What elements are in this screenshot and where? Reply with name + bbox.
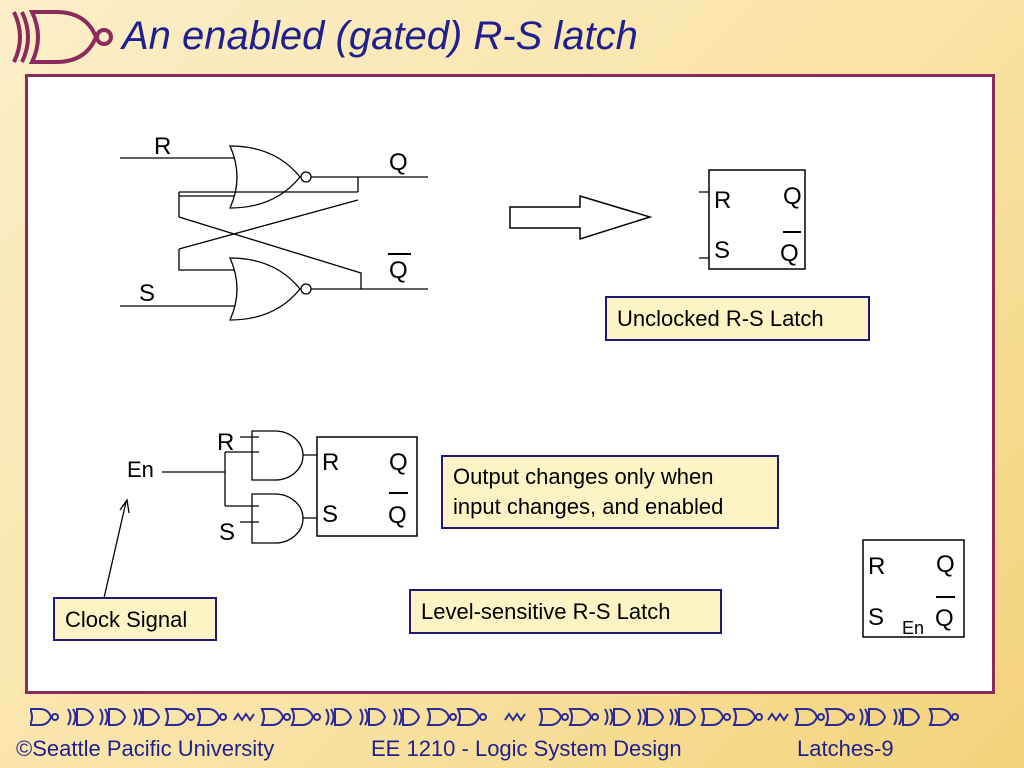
bottom-nor-bubble <box>300 283 312 295</box>
gated-latch-block <box>316 436 418 537</box>
unclocked-q-label: Q <box>783 183 802 210</box>
block-qbar-label: Q <box>388 502 407 529</box>
symbol-q-label: Q <box>936 551 955 578</box>
unclocked-qbar-label: Q <box>780 240 799 267</box>
right-arrow-icon <box>509 194 653 241</box>
footer-slide-number: Latches-9 <box>797 736 894 761</box>
symbol-en-label: En <box>902 618 924 638</box>
bottom-nor-gate <box>228 257 301 321</box>
gated-latch-symbol <box>862 539 965 638</box>
top-r-label: R <box>154 133 171 160</box>
footer-course: EE 1210 - Logic System Design <box>371 736 682 761</box>
unclocked-latch-symbol <box>708 169 806 270</box>
enabled-note-line-1: Output changes only when <box>453 464 714 489</box>
enabled-note-line-2: input changes, and enabled <box>453 493 724 519</box>
slide-title: An enabled (gated) R-S latch <box>122 14 638 58</box>
level-sensitive-caption: Level-sensitive R-S Latch <box>409 589 722 634</box>
top-s-label: S <box>139 280 155 307</box>
and-gate-r <box>251 430 304 481</box>
top-nor-gate <box>228 145 301 209</box>
en-label: En <box>127 457 154 482</box>
en-wire <box>162 451 259 507</box>
symbol-s-label: S <box>868 604 884 631</box>
block-r-label: R <box>322 449 339 476</box>
unclocked-latch-caption: Unclocked R-S Latch <box>605 296 870 341</box>
clock-pointer-arrow <box>103 501 127 599</box>
top-qbar-label: Q <box>389 257 408 284</box>
gate-symbol-strip <box>30 708 959 726</box>
top-q-label: Q <box>389 149 408 176</box>
nor-gate-logo-icon <box>12 10 113 64</box>
block-q-label: Q <box>389 449 408 476</box>
gate-to-latch-wires <box>303 454 317 519</box>
footer-copyright: ©Seattle Pacific University <box>16 736 275 761</box>
gated-r-input-label: R <box>217 429 234 456</box>
top-nor-bubble <box>300 171 312 183</box>
symbol-r-label: R <box>868 553 885 580</box>
block-s-label: S <box>322 501 338 528</box>
gated-s-input-label: S <box>219 519 235 546</box>
clock-signal-caption: Clock Signal <box>53 597 217 641</box>
feedback-wire-qbar <box>178 195 359 271</box>
unclocked-s-label: S <box>714 237 730 264</box>
feedback-wire-q <box>178 177 362 289</box>
symbol-qbar-label: Q <box>935 605 954 632</box>
enabled-note: Output changes only when input changes, … <box>441 455 779 529</box>
unclocked-r-label: R <box>714 187 731 214</box>
and-gate-s <box>251 493 304 544</box>
